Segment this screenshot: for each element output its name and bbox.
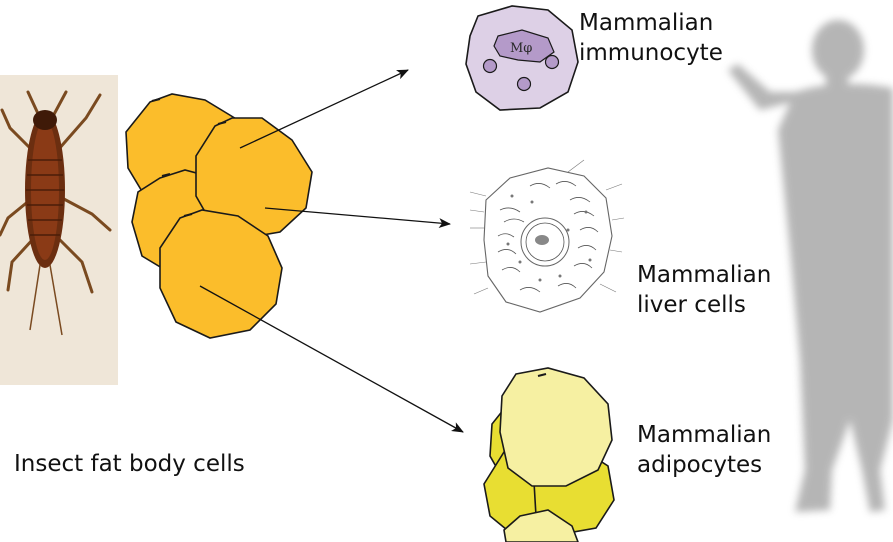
cockroach-legs [0,90,112,294]
adipocyte-cluster [483,367,615,542]
label-mammalian-adipocytes: Mammalian adipocytes [637,420,771,480]
adipocyte-cell [503,509,579,542]
immunocyte-nucleus [493,29,555,63]
liver-cell-drawing [469,159,625,313]
label-insect-fat-body-cells: Insect fat body cells [14,451,245,477]
fat-body-cell [159,209,283,339]
immunocyte-cell: Mφ [465,5,579,111]
arrow-to-adipocytes [199,285,464,433]
label-line: Mammalian [637,422,772,448]
arrow-to-liver [264,207,451,229]
arrow-to-immunocyte [239,69,409,149]
label-line: liver cells [637,292,746,318]
label-mammalian-liver-cells: Mammalian liver cells [637,260,771,320]
fat-body-cells [125,93,313,339]
label-line: immunocyte [579,40,723,66]
human-silhouette [728,20,893,512]
macrophage-symbol: Mφ [510,41,532,56]
label-line: Mammalian [637,262,772,288]
arrows [199,69,464,433]
granule [482,58,498,74]
label-line: Mammalian [579,10,714,36]
label-line: adipocytes [637,452,763,478]
granule [516,76,532,92]
fat-body-cell [195,117,313,239]
granule [544,54,560,70]
label-mammalian-immunocyte: Mammalian immunocyte [579,8,723,68]
cockroach-photo [0,75,118,385]
adipocyte-cell [499,367,613,487]
